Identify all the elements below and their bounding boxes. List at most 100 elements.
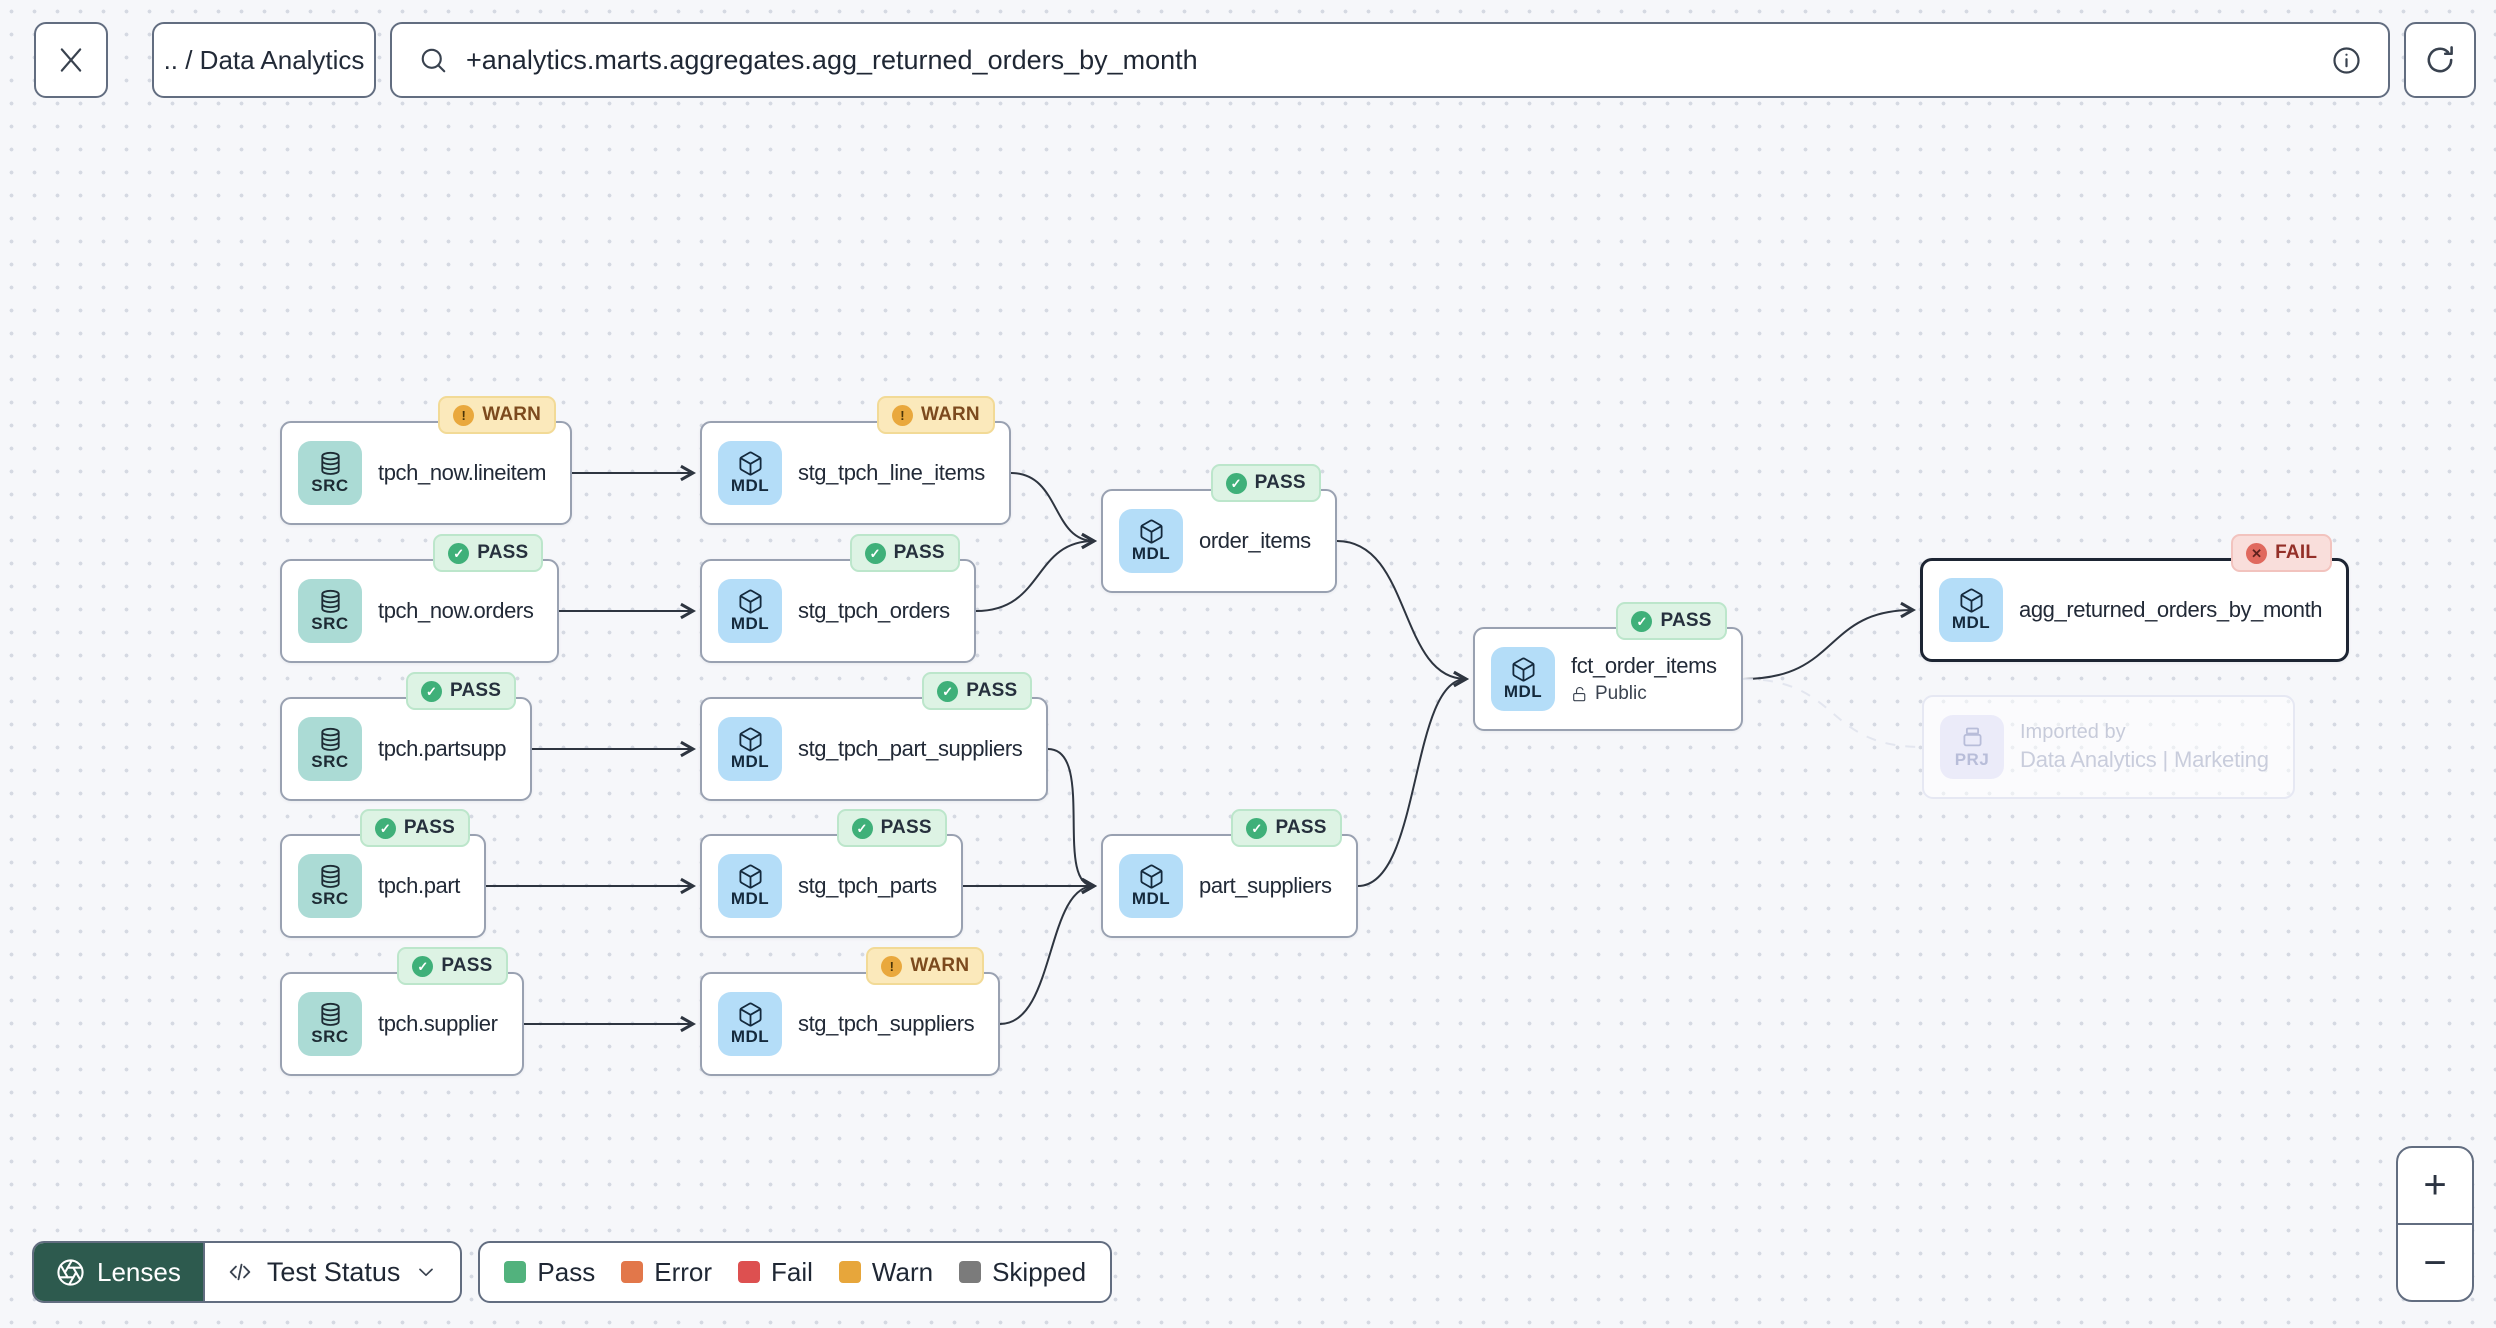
graph-node-stg_tpch_orders[interactable]: MDL stg_tpch_orders ✓PASS xyxy=(700,534,976,663)
zoom-out-button[interactable]: − xyxy=(2398,1225,2472,1300)
database-icon xyxy=(320,590,340,614)
lens-control: Lenses Test Status xyxy=(32,1241,463,1303)
legend-item-pass: Pass xyxy=(504,1257,595,1288)
zoom-in-button[interactable]: + xyxy=(2398,1148,2472,1223)
node-kind-label: MDL xyxy=(730,889,770,909)
cube-icon xyxy=(1959,588,1983,613)
legend-swatch xyxy=(504,1261,527,1283)
node-label: tpch.partsupp xyxy=(378,736,507,761)
legend-item-fail: Fail xyxy=(738,1257,813,1288)
node-label: stg_tpch_part_suppliers xyxy=(798,736,1023,761)
ghost-node-title: Imported by xyxy=(2020,721,2126,743)
graph-node-order_items[interactable]: MDL order_items ✓PASS xyxy=(1101,464,1337,593)
status-badge-pass: ✓PASS xyxy=(849,534,960,572)
database-icon xyxy=(320,452,340,476)
status-badge-pass: ✓PASS xyxy=(836,809,947,847)
breadcrumb[interactable]: .. / Data Analytics xyxy=(152,22,376,98)
lenses-button[interactable]: Lenses xyxy=(34,1243,203,1301)
node-kind-label: MDL xyxy=(730,1027,770,1047)
legend-swatch xyxy=(621,1261,644,1283)
node-kind-label: MDL xyxy=(1131,889,1171,909)
node-kind-label: MDL xyxy=(730,476,770,496)
legend-label: Warn xyxy=(871,1256,934,1287)
status-badge-pass: ✓PASS xyxy=(433,534,544,572)
status-badge-pass: ✓PASS xyxy=(1231,809,1342,847)
refresh-button[interactable] xyxy=(2404,22,2476,98)
breadcrumb-label: .. / Data Analytics xyxy=(163,44,365,75)
cube-icon: MDL xyxy=(718,441,782,505)
info-icon[interactable] xyxy=(2331,45,2362,76)
cube-icon xyxy=(738,451,762,476)
graph-node-agg_returned_orders_by_month[interactable]: MDL agg_returned_orders_by_month ✕FAIL xyxy=(1920,534,2350,662)
node-kind-label: MDL xyxy=(730,614,770,634)
database-icon: SRC xyxy=(298,579,362,643)
cube-icon xyxy=(738,727,762,752)
status-badge-pass: ✓PASS xyxy=(1210,464,1321,502)
node-access: Public xyxy=(1571,683,1717,705)
cube-icon: MDL xyxy=(718,579,782,643)
legend-label: Error xyxy=(654,1256,713,1287)
database-icon xyxy=(320,865,340,889)
database-icon: SRC xyxy=(298,441,362,505)
database-icon: SRC xyxy=(298,717,362,781)
node-label: stg_tpch_suppliers xyxy=(798,1011,975,1036)
search-input[interactable] xyxy=(464,43,2315,77)
database-icon: SRC xyxy=(298,992,362,1056)
close-icon xyxy=(60,48,82,72)
graph-node-imported_by_project[interactable]: PRJ Imported by Data Analytics | Marketing xyxy=(1922,695,2295,799)
legend-swatch xyxy=(959,1261,982,1283)
chevron-down-icon xyxy=(419,1268,434,1277)
status-badge-pass: ✓PASS xyxy=(405,672,517,710)
graph-node-stg_tpch_line_items[interactable]: MDL stg_tpch_line_items !WARN xyxy=(700,396,1011,525)
status-badge-pass: ✓PASS xyxy=(922,672,1033,710)
node-kind-label: SRC xyxy=(311,752,349,772)
cube-icon: MDL xyxy=(718,717,782,781)
project-icon: PRJ xyxy=(1940,715,2004,779)
node-label: stg_tpch_line_items xyxy=(798,460,985,485)
node-kind-label: MDL xyxy=(730,752,770,772)
node-label: stg_tpch_orders xyxy=(798,598,950,623)
cube-icon xyxy=(738,1002,762,1027)
status-badge-warn: !WARN xyxy=(877,396,995,434)
node-kind-label: MDL xyxy=(1503,682,1543,702)
node-kind-label: PRJ xyxy=(1954,750,1990,770)
lens-selected-label: Test Status xyxy=(266,1256,401,1287)
status-badge-warn: !WARN xyxy=(438,396,557,434)
node-access-label: Public xyxy=(1595,683,1647,704)
node-label: agg_returned_orders_by_month xyxy=(2019,597,2323,622)
graph-node-stg_tpch_part_suppliers[interactable]: MDL stg_tpch_part_suppliers ✓PASS xyxy=(700,672,1049,801)
graph-node-stg_tpch_suppliers[interactable]: MDL stg_tpch_suppliers !WARN xyxy=(700,947,1001,1076)
status-badge-warn: !WARN xyxy=(866,947,985,985)
cube-icon xyxy=(1139,864,1163,889)
legend-label: Fail xyxy=(771,1256,813,1287)
cube-icon: MDL xyxy=(1939,578,2003,642)
status-badge-fail: ✕FAIL xyxy=(2231,534,2333,572)
status-badge-pass: ✓PASS xyxy=(359,809,471,847)
lock-open-icon xyxy=(1573,686,1586,701)
lens-select[interactable]: Test Status xyxy=(202,1243,461,1301)
legend-swatch xyxy=(738,1261,761,1283)
node-label: order_items xyxy=(1199,528,1311,553)
close-button[interactable] xyxy=(34,22,108,98)
ghost-node-label: Data Analytics | Marketing xyxy=(2020,747,2269,772)
cube-icon: MDL xyxy=(718,854,782,918)
graph-node-tpch_partsupp[interactable]: SRC tpch.partsupp ✓PASS xyxy=(280,672,533,801)
cube-icon xyxy=(738,589,762,614)
cube-icon xyxy=(1511,657,1535,682)
zoom-controls: + − xyxy=(2396,1146,2474,1302)
lenses-label: Lenses xyxy=(97,1256,181,1287)
cube-icon: MDL xyxy=(1119,509,1183,573)
node-kind-label: SRC xyxy=(311,476,349,496)
legend-item-warn: Warn xyxy=(838,1256,934,1288)
